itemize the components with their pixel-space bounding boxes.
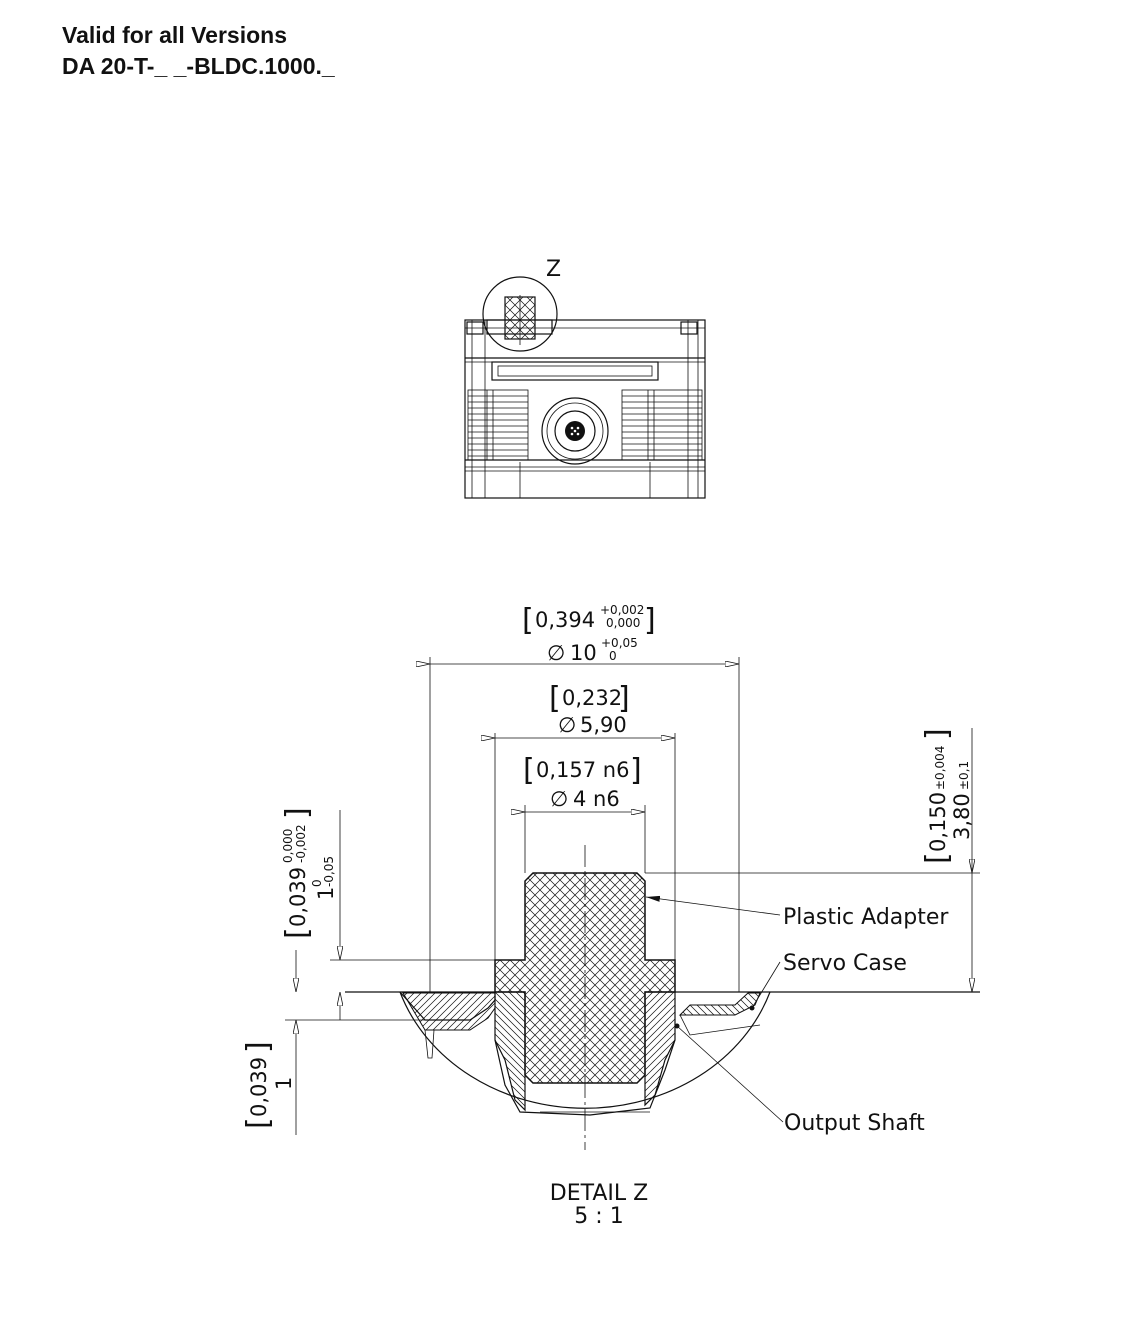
- dim-mid-label: [ 0,232 ] ∅ 5,90: [549, 681, 630, 737]
- svg-text:-0,05: -0,05: [322, 856, 336, 887]
- detail-circle: [482, 276, 558, 352]
- diameter-symbol: ∅: [550, 787, 568, 811]
- dim-inner-mm: 4 n6: [573, 787, 620, 811]
- dim-height-mm: 3,80: [950, 793, 974, 840]
- diameter-symbol: ∅: [547, 641, 565, 665]
- output-shaft-right-section: [644, 991, 676, 1107]
- dim-step-label: [ 0,039 0,000 -0,002 ] 1 0 -0,05: [280, 807, 338, 939]
- detail-marker-label: Z: [546, 257, 561, 282]
- svg-text:]: ]: [920, 728, 955, 740]
- callout-servo-case: Servo Case: [783, 951, 907, 976]
- svg-text:0: 0: [609, 649, 617, 663]
- output-shaft-left-section: [494, 991, 526, 1112]
- svg-text:[: [: [920, 852, 955, 864]
- svg-text:]: ]: [241, 1041, 276, 1053]
- leader-output-shaft: [676, 1025, 784, 1123]
- leader-servo-case: [751, 961, 781, 1009]
- svg-text:-0,002: -0,002: [294, 824, 308, 863]
- dim-outer-inch: 0,394: [535, 608, 595, 632]
- dim-height-label: [ 0,150 ±0,004 ] 3,80 ±0,1: [920, 728, 974, 864]
- svg-text:+0,05: +0,05: [601, 636, 638, 650]
- detail-title: DETAIL Z: [550, 1181, 648, 1206]
- svg-text:±0,004: ±0,004: [933, 746, 947, 790]
- vent-fins-left: [467, 389, 529, 461]
- callout-plastic-adapter: Plastic Adapter: [783, 905, 949, 930]
- svg-text:0,000: 0,000: [606, 616, 640, 630]
- header-validity: Valid for all Versions: [62, 22, 287, 48]
- header-part-number: DA 20-T-_ _-BLDC.1000._: [62, 53, 335, 79]
- dim-lower-label: [ 0,039 ] 1: [241, 1041, 296, 1129]
- dim-mid-inch: 0,232: [562, 686, 622, 710]
- svg-text:[: [: [280, 927, 315, 939]
- svg-text:]: ]: [280, 807, 315, 819]
- leader-plastic-adapter: [645, 895, 781, 916]
- detail-boundary-arc: [399, 991, 771, 1109]
- svg-text:[: [: [522, 603, 534, 638]
- svg-text:0: 0: [310, 879, 324, 887]
- dim-height-inch: 0,150: [926, 792, 950, 852]
- dim-step-mm: 1: [314, 887, 338, 900]
- top-slot: [491, 361, 659, 381]
- svg-text:±0,1: ±0,1: [957, 761, 971, 790]
- svg-text:[: [: [523, 753, 535, 788]
- dim-lower-mm: 1: [272, 1077, 296, 1090]
- svg-text:]: ]: [644, 603, 656, 638]
- dim-lower-inch: 0,039: [247, 1057, 271, 1117]
- vent-fins-right: [621, 389, 703, 461]
- diameter-symbol: ∅: [558, 713, 576, 737]
- svg-text:[: [: [549, 681, 561, 716]
- dim-inner-inch: 0,157 n6: [536, 758, 629, 782]
- dim-outer-mm: 10: [570, 641, 597, 665]
- top-view: Z: [464, 257, 706, 499]
- servo-body-outline: [464, 319, 706, 499]
- callout-output-shaft: Output Shaft: [784, 1111, 925, 1136]
- detail-scale: 5 : 1: [574, 1204, 623, 1229]
- dim-inner-label: [ 0,157 n6 ] ∅ 4 n6: [523, 753, 642, 811]
- header-block: Valid for all Versions DA 20-T-_ _-BLDC.…: [62, 20, 335, 82]
- svg-text:]: ]: [630, 753, 642, 788]
- svg-text:+0,002: +0,002: [600, 603, 644, 617]
- svg-text:0,000: 0,000: [281, 829, 295, 863]
- detail-z-view: [ 0,394 +0,002 0,000 ] ∅ 10 +0,05 0 [ 0,…: [241, 603, 980, 1229]
- svg-text:]: ]: [618, 681, 630, 716]
- dim-outer-label: [ 0,394 +0,002 0,000 ] ∅ 10 +0,05 0: [522, 603, 656, 665]
- svg-text:[: [: [241, 1117, 276, 1129]
- servo-case-right-section: [678, 992, 761, 1016]
- dim-step-inch: 0,039: [286, 867, 310, 927]
- dim-mid-mm: 5,90: [580, 713, 627, 737]
- connector-icon: [541, 397, 609, 465]
